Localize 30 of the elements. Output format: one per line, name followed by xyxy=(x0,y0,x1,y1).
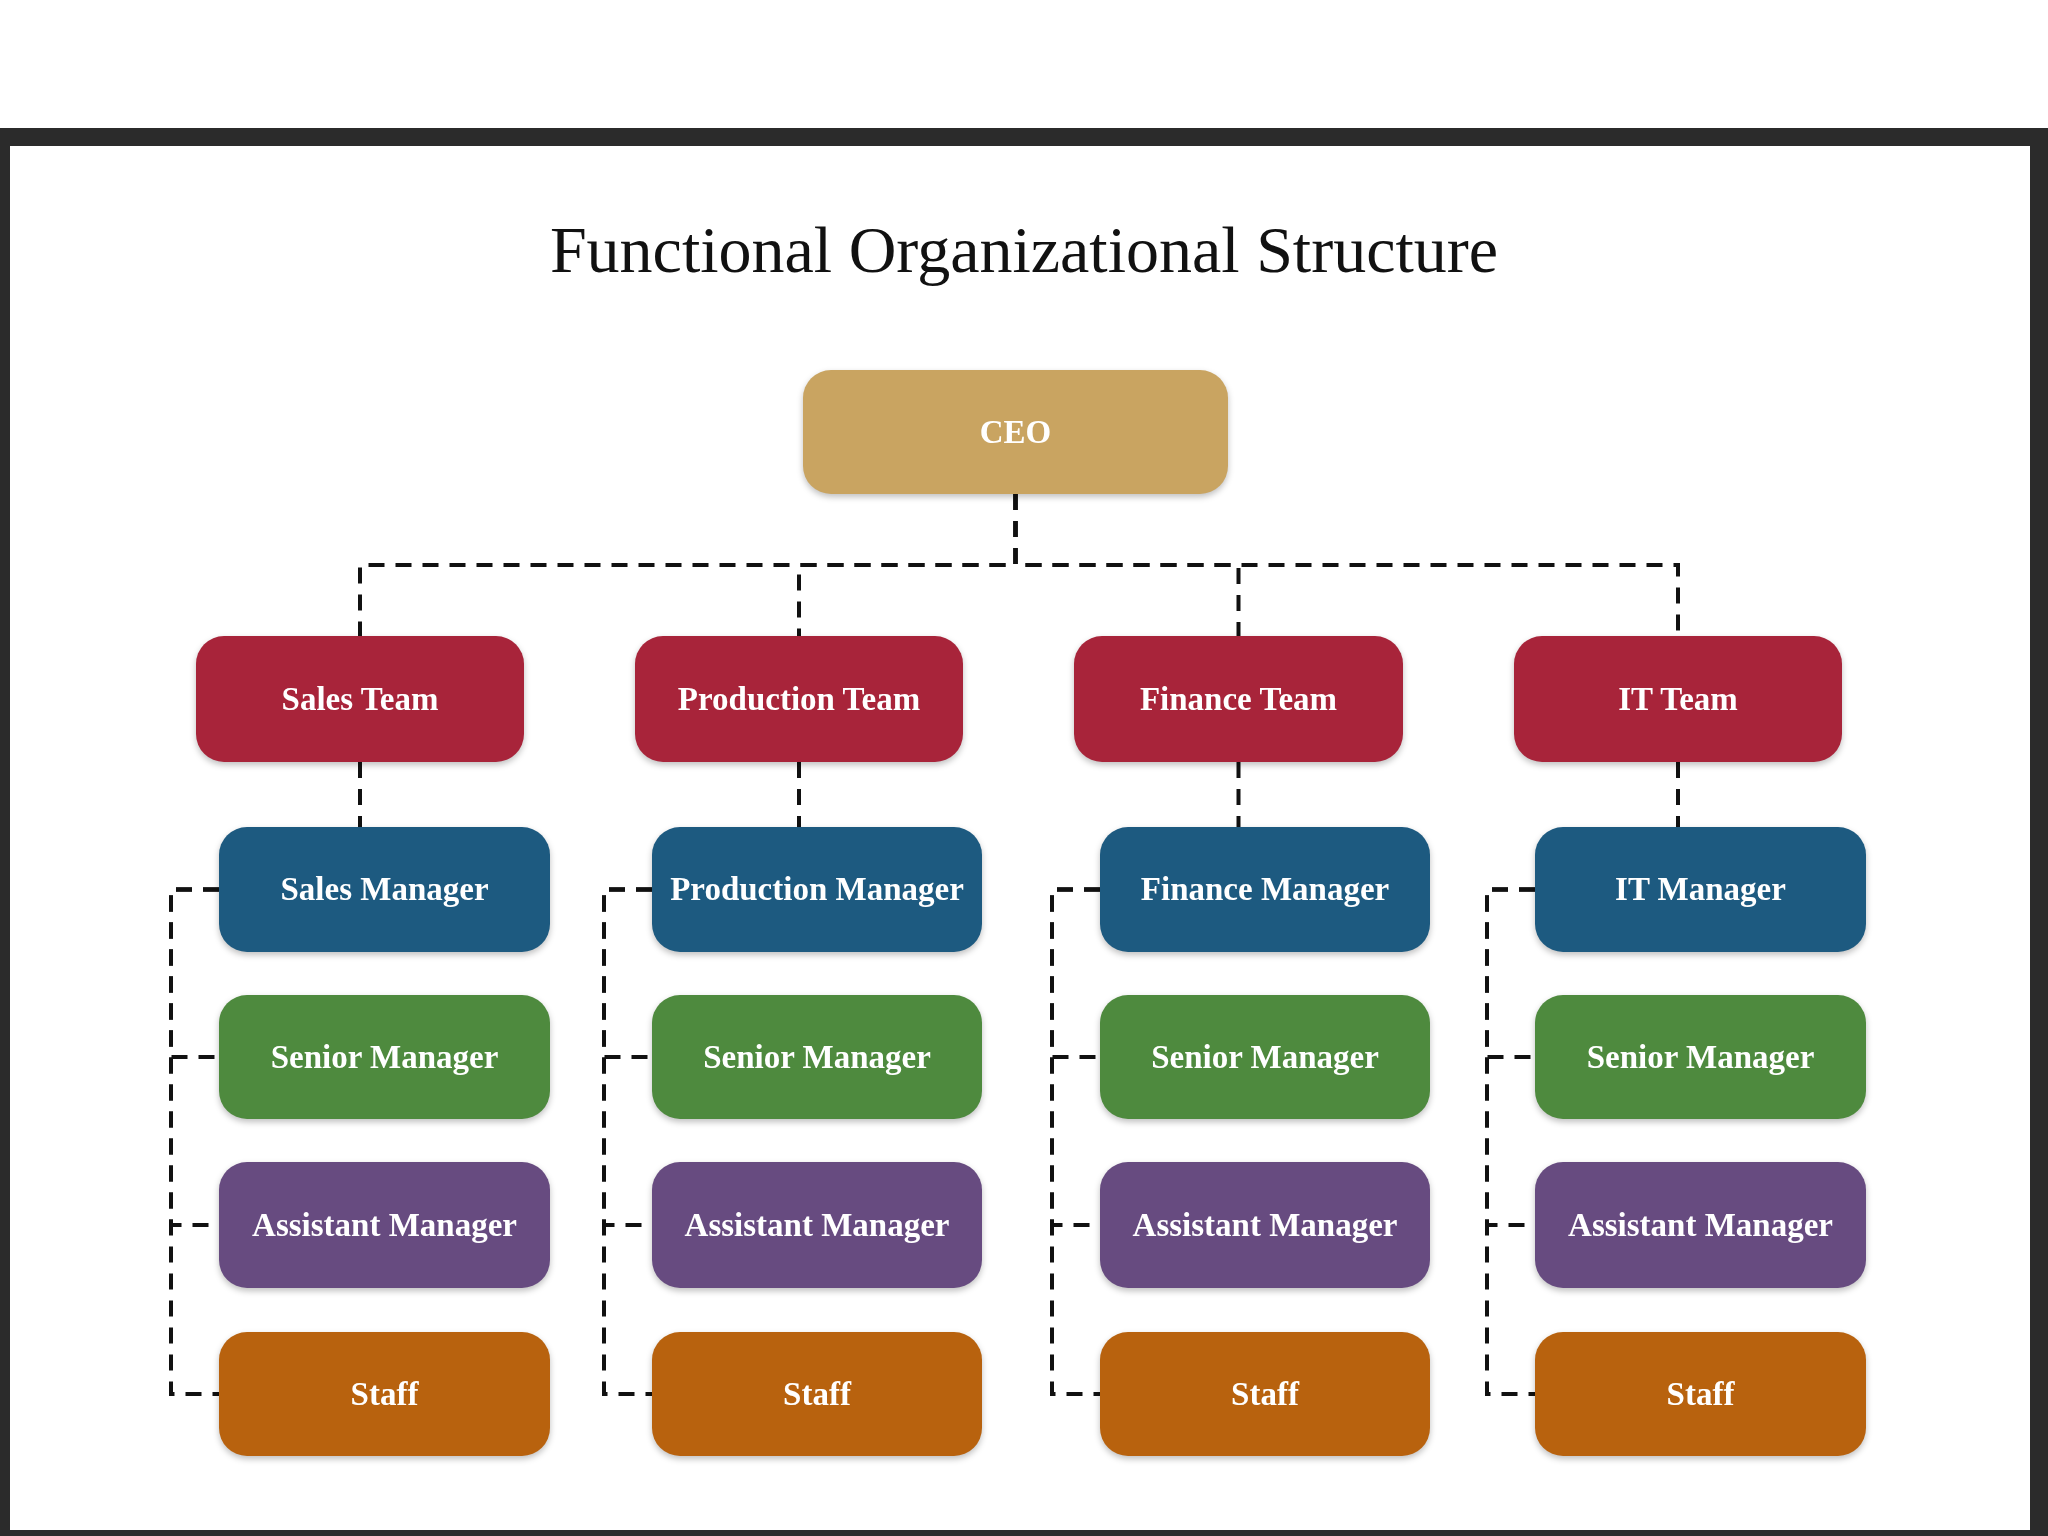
manager-box: IT Manager xyxy=(1535,827,1866,952)
manager-box: Production Manager xyxy=(652,827,982,952)
assistant-manager-box: Assistant Manager xyxy=(1100,1162,1430,1288)
connector-line xyxy=(1236,762,1241,827)
assistant-manager-box: Assistant Manager xyxy=(652,1162,982,1288)
senior-manager-box: Senior Manager xyxy=(1100,995,1430,1119)
staff-box: Staff xyxy=(652,1332,982,1456)
senior-manager-box: Senior Manager xyxy=(219,995,550,1119)
connector-line xyxy=(602,887,652,1396)
manager-box: Sales Manager xyxy=(219,827,550,952)
staff-box: Staff xyxy=(1100,1332,1430,1456)
team-box: Finance Team xyxy=(1074,636,1403,762)
connector-line xyxy=(169,887,219,1396)
connector-line xyxy=(1485,887,1535,1396)
senior-manager-box: Senior Manager xyxy=(1535,995,1866,1119)
team-box: IT Team xyxy=(1514,636,1842,762)
connector-line xyxy=(797,762,801,827)
staff-box: Staff xyxy=(219,1332,550,1456)
title: Functional Organizational Structure xyxy=(548,212,1500,288)
connector-line xyxy=(1050,887,1100,1396)
assistant-manager-box: Assistant Manager xyxy=(219,1162,550,1288)
team-box: Sales Team xyxy=(196,636,524,762)
senior-manager-box: Senior Manager xyxy=(652,995,982,1119)
team-box: Production Team xyxy=(635,636,963,762)
ceo-box: CEO xyxy=(803,370,1228,494)
assistant-manager-box: Assistant Manager xyxy=(1535,1162,1866,1288)
staff-box: Staff xyxy=(1535,1332,1866,1456)
connector-line xyxy=(358,762,362,827)
manager-box: Finance Manager xyxy=(1100,827,1430,952)
connector-line xyxy=(1676,762,1680,827)
